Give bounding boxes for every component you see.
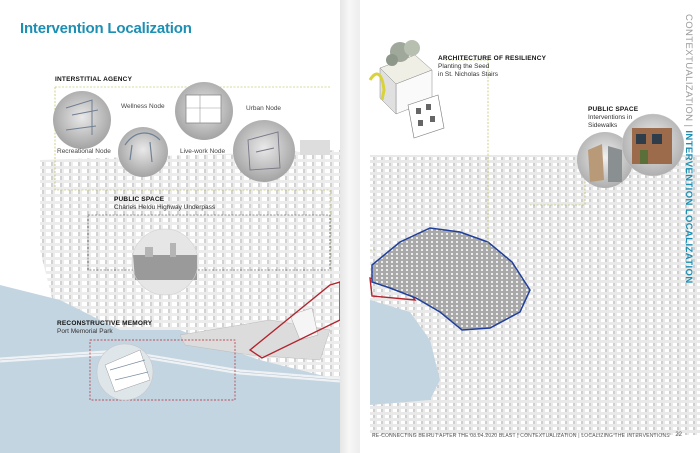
architecture-line1: Planting the Seed [438,63,490,70]
recreational-node-label: Recreational Node [57,148,111,155]
side-tab: CONTEXTUALIZATION | INTERVENTION LOCALIZ… [680,14,696,284]
book-gutter [340,0,360,453]
wellness-node-label: Wellness Node [121,103,165,110]
left-city-map [0,82,340,453]
public-space-heading: PUBLIC SPACE [114,196,165,203]
right-city-map [368,40,700,435]
page-number: 22 [675,432,682,438]
side-tab-localization: INTERVENTION LOCALIZATION [683,130,694,284]
architecture-label: ARCHITECTURE OF RESILIENCY Planting the … [438,55,546,79]
right-page: ARCHITECTURE OF RESILIENCY Planting the … [360,0,700,453]
port-site-outline [248,281,340,359]
page-title: Intervention Localization [20,20,192,37]
sidewalks-line1: Interventions in [588,114,633,121]
reconstructive-memory-heading: RECONSTRUCTIVE MEMORY [57,320,153,327]
sidewalks-line2: Sidewalks [588,122,618,129]
interstitial-agency-label: INTERSTITIAL AGENCY [55,76,132,84]
public-space-subtitle: Charles Helou Highway Underpass [114,204,216,211]
sidewalks-label: PUBLIC SPACE Interventions in Sidewalks [588,106,638,130]
architecture-line2: in St. Nicholas Stairs [438,71,498,78]
page-footer: RE-CONNECTING BEIRUT AFTER THE 08.04.202… [372,433,670,439]
sea-left [0,285,340,453]
left-page: Intervention Localization INTERSTITIAL A… [0,0,340,453]
side-tab-context: CONTEXTUALIZATION [683,14,694,122]
public-space-label: PUBLIC SPACE Charles Helou Highway Under… [114,196,215,212]
livework-node-label: Live-work Node [180,148,226,155]
sea-right [370,300,440,405]
architecture-illustration [368,40,445,139]
architecture-heading: ARCHITECTURE OF RESILIENCY [438,55,547,62]
sidewalks-heading: PUBLIC SPACE [588,106,639,113]
site-blue-outline [371,227,531,331]
reconstructive-memory-subtitle: Port Memorial Park [57,328,113,335]
interstitial-agency-heading: INTERSTITIAL AGENCY [55,76,133,83]
urban-node-label: Urban Node [246,105,282,112]
reconstructive-memory-label: RECONSTRUCTIVE MEMORY Port Memorial Park [57,320,152,336]
